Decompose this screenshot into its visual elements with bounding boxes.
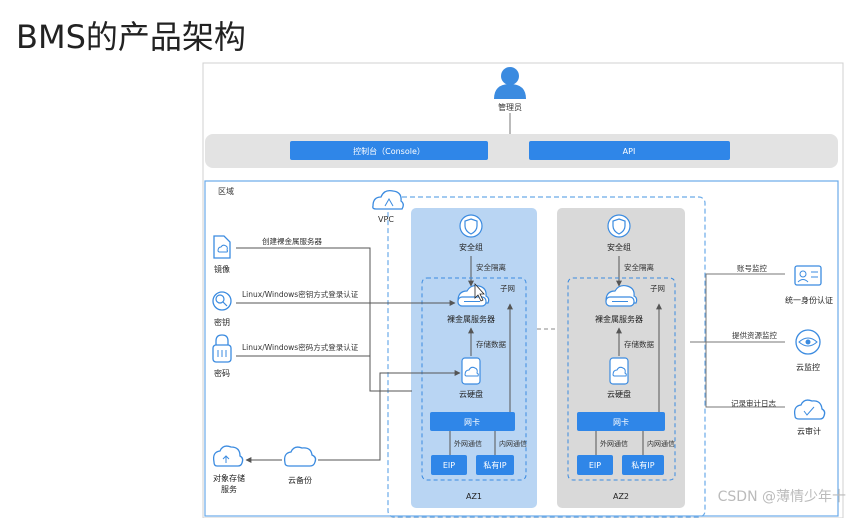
vpc-box <box>387 196 706 518</box>
az2-internal-comm: 内网通信 <box>647 439 675 448</box>
az2-bms-label: 裸金属服务器 <box>595 314 643 324</box>
provide-monitor-label: 提供资源监控 <box>732 330 777 340</box>
console-button[interactable] <box>290 141 488 160</box>
api-button[interactable] <box>529 141 730 160</box>
az2-eip-box[interactable] <box>577 455 613 475</box>
az2-eip-label: EIP <box>589 461 601 470</box>
az2-nic-bar[interactable] <box>577 412 665 431</box>
az2-shield-icon <box>607 214 631 238</box>
az1-internal-comm: 内网通信 <box>499 439 527 448</box>
cloud-audit-label: 云审计 <box>797 426 821 436</box>
region-box <box>204 180 839 517</box>
password-lock-icon[interactable] <box>212 334 232 363</box>
az1-bms-label: 裸金属服务器 <box>447 314 495 324</box>
az1-nic-bar[interactable] <box>430 412 515 431</box>
az1-cloud-disk-label: 云硬盘 <box>459 389 483 399</box>
az1-private-ip-box[interactable] <box>476 455 514 475</box>
az1-nic-label: 网卡 <box>464 417 480 427</box>
service-label: 服务 <box>221 484 237 494</box>
az2-security-group: 安全组 <box>607 242 631 252</box>
az1-subnet-box <box>421 277 527 481</box>
backup-to-disk-line <box>318 370 461 461</box>
az1-private-ip-label: 私有IP <box>483 460 506 470</box>
key-icon[interactable] <box>212 291 232 311</box>
az1-security-isolation: 安全隔离 <box>476 262 506 272</box>
audit-log-label: 记录审计日志 <box>731 398 776 408</box>
cloud-backup-label: 云备份 <box>288 475 312 485</box>
az1-security-group: 安全组 <box>459 242 483 252</box>
az1-cloud-disk-icon[interactable] <box>461 357 481 385</box>
az1-label: AZ1 <box>466 492 482 501</box>
vpc-cloud-icon <box>372 189 404 210</box>
object-storage-icon[interactable] <box>212 445 244 467</box>
cloud-monitor-eye-icon[interactable] <box>795 329 821 355</box>
create-bms-label: 创建裸金属服务器 <box>262 236 322 246</box>
image-to-az1-line <box>236 247 412 392</box>
az2-cloud-disk-label: 云硬盘 <box>607 389 631 399</box>
image-label: 镜像 <box>214 264 230 274</box>
az1-storage-data: 存储数据 <box>476 339 506 349</box>
api-label: API <box>623 147 636 156</box>
vpc-label: VPC <box>378 215 394 224</box>
mouse-cursor-icon <box>474 282 485 302</box>
key-label: 密钥 <box>214 317 230 327</box>
region-label: 区域 <box>218 186 234 196</box>
az2-private-ip-box[interactable] <box>622 455 664 475</box>
object-storage-label: 对象存储 <box>213 473 245 483</box>
az1-external-comm: 外网通信 <box>454 439 482 448</box>
admin-label: 管理员 <box>498 102 522 112</box>
az2-cloud-disk-icon[interactable] <box>609 357 629 385</box>
az1-eip-box[interactable] <box>431 455 467 475</box>
page-title: BMS的产品架构 <box>16 18 246 56</box>
cloud-audit-icon[interactable] <box>793 399 826 420</box>
admin-icon <box>494 67 526 99</box>
az1-shield-icon <box>459 214 483 238</box>
cloud-backup-icon[interactable] <box>283 446 317 467</box>
right-services-bus <box>705 273 785 408</box>
az1-eip-label: EIP <box>443 461 455 470</box>
cloud-monitor-label: 云监控 <box>796 362 820 372</box>
account-monitor-label: 账号监控 <box>737 263 767 273</box>
az2-bms-icon[interactable] <box>605 284 638 307</box>
console-label: 控制台（Console） <box>353 146 425 156</box>
az2-nic-label: 网卡 <box>613 417 629 427</box>
iam-id-card-icon[interactable] <box>794 265 822 286</box>
az2-subnet-box <box>567 277 676 481</box>
watermark: CSDN @薄情少年十 <box>717 489 846 505</box>
az2-storage-data: 存储数据 <box>624 339 654 349</box>
password-label: 密码 <box>214 368 230 378</box>
iam-label: 统一身份认证 <box>785 295 833 305</box>
az2-security-isolation: 安全隔离 <box>624 262 654 272</box>
login-password-label: Linux/Windows密码方式登录认证 <box>242 342 359 352</box>
az2-private-ip-label: 私有IP <box>631 460 654 470</box>
image-icon[interactable] <box>213 235 231 259</box>
az1-subnet-label: 子网 <box>500 284 515 293</box>
az2-subnet-label: 子网 <box>650 284 665 293</box>
az2-label: AZ2 <box>613 492 629 501</box>
az2-external-comm: 外网通信 <box>600 439 628 448</box>
login-key-label: Linux/Windows密钥方式登录认证 <box>242 289 359 299</box>
